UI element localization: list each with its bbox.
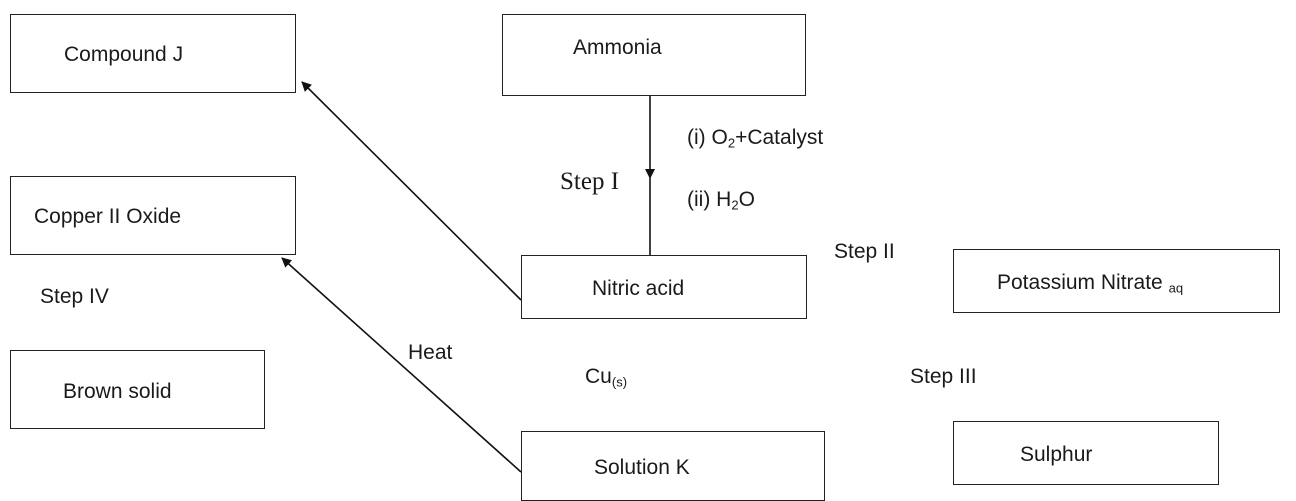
label-step-ii: Step II [834, 240, 895, 263]
potassium-nitrate-state: aq [1168, 280, 1184, 296]
node-compound-j-label: Compound J [64, 43, 184, 66]
node-compound-j: Compound J [10, 14, 296, 93]
node-copper-oxide-label: Copper II Oxide [34, 205, 182, 228]
node-sulphur: Sulphur [953, 421, 1219, 485]
node-potassium-nitrate-label: Potassium Nitrate aq [997, 271, 1184, 296]
arrow-solution-k-to-copper-oxide [281, 257, 522, 473]
label-step-i: Step I [560, 168, 620, 195]
node-ammonia-label: Ammonia [573, 36, 662, 59]
label-copper-solid: Cu(s) [585, 365, 628, 390]
node-brown-solid-label: Brown solid [63, 380, 172, 403]
label-reagent-oxygen-catalyst: (i) O2+Catalyst [687, 126, 824, 151]
label-step-iv: Step IV [40, 285, 109, 308]
node-potassium-nitrate: Potassium Nitrate aq [953, 249, 1280, 313]
node-solution-k: Solution K [521, 431, 825, 501]
node-ammonia: Ammonia [502, 14, 806, 96]
node-nitric-acid: Nitric acid [521, 255, 807, 319]
node-brown-solid: Brown solid [10, 350, 265, 429]
arrow-nitric-acid-to-compound-j [301, 81, 522, 301]
node-sulphur-label: Sulphur [1020, 443, 1093, 466]
label-reagent-water: (ii) H2O [687, 188, 755, 213]
label-step-iii: Step III [910, 365, 977, 388]
node-nitric-acid-label: Nitric acid [592, 277, 685, 300]
node-copper-oxide: Copper II Oxide [10, 176, 296, 255]
node-solution-k-label: Solution K [594, 456, 690, 479]
label-heat: Heat [408, 341, 453, 364]
potassium-nitrate-name: Potassium Nitrate [997, 271, 1163, 294]
